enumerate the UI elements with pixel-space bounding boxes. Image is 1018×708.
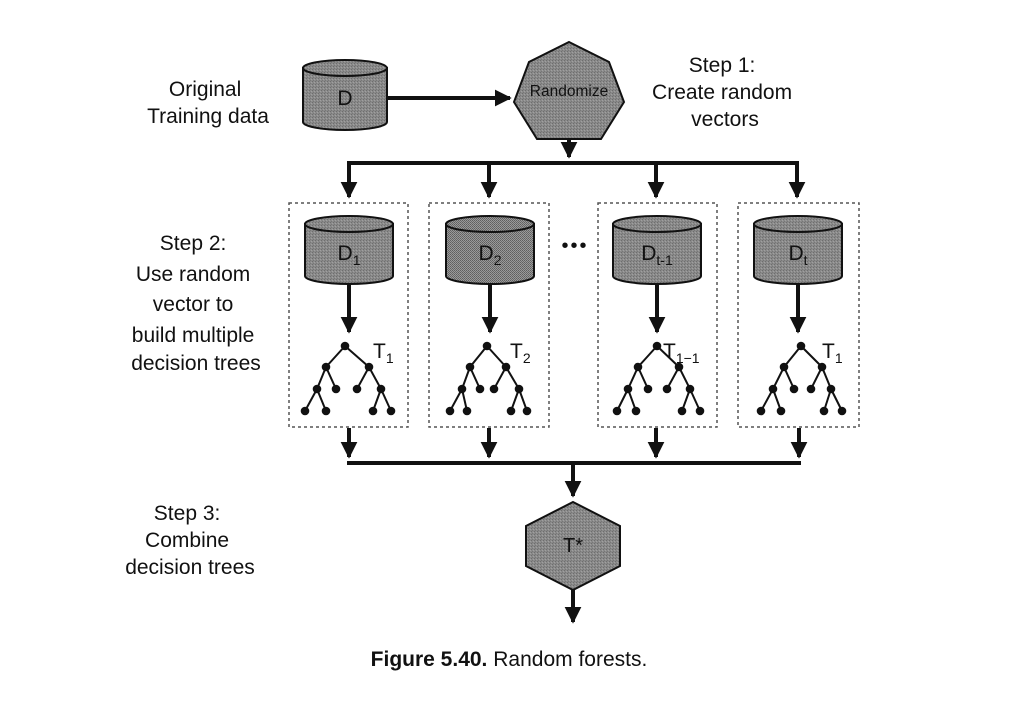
decision-tree-1 (300, 341, 396, 416)
subset-box-3: Dt-1 T1−1 (597, 202, 718, 428)
combined-tree-label: T* (563, 535, 583, 557)
subset-box-1: D1 T1 (288, 202, 409, 428)
original-data-label: Original Training data (147, 78, 269, 128)
tree-label-2: T2 (510, 340, 531, 366)
decision-tree-2 (445, 341, 532, 416)
ellipsis: ••• (561, 235, 588, 257)
decision-tree-3 (612, 341, 705, 416)
figure-caption: Figure 5.40. Random forests. (0, 648, 1018, 672)
subset-label-3: Dt-1 (641, 242, 673, 268)
data-node-label: D (337, 87, 352, 110)
step3-label: Step 3: Combine decision trees (125, 502, 255, 579)
original-data-cylinder: D (302, 59, 388, 131)
tree-label-3: T1−1 (663, 340, 700, 366)
subset-label-2: D2 (479, 242, 502, 268)
step1-label: Step 1: Create random vectors (652, 54, 798, 131)
decision-tree-4 (756, 341, 847, 416)
figure-number: Figure 5.40. (370, 648, 488, 671)
figure-caption-text: Random forests. (493, 648, 648, 671)
subset-box-2: D2 T2 (428, 202, 550, 428)
randomize-node: Randomize (512, 40, 626, 140)
step2-label: Step 2: Use random vector to build multi… (131, 232, 261, 375)
subset-label-4: Dt (788, 242, 807, 268)
tree-label-4: T1 (822, 340, 843, 366)
subset-box-4: Dt T1 (737, 202, 860, 428)
randomize-label: Randomize (530, 83, 608, 100)
subset-label-1: D1 (338, 242, 361, 268)
combined-tree-node: T* (525, 500, 621, 592)
tree-label-1: T1 (373, 340, 394, 366)
